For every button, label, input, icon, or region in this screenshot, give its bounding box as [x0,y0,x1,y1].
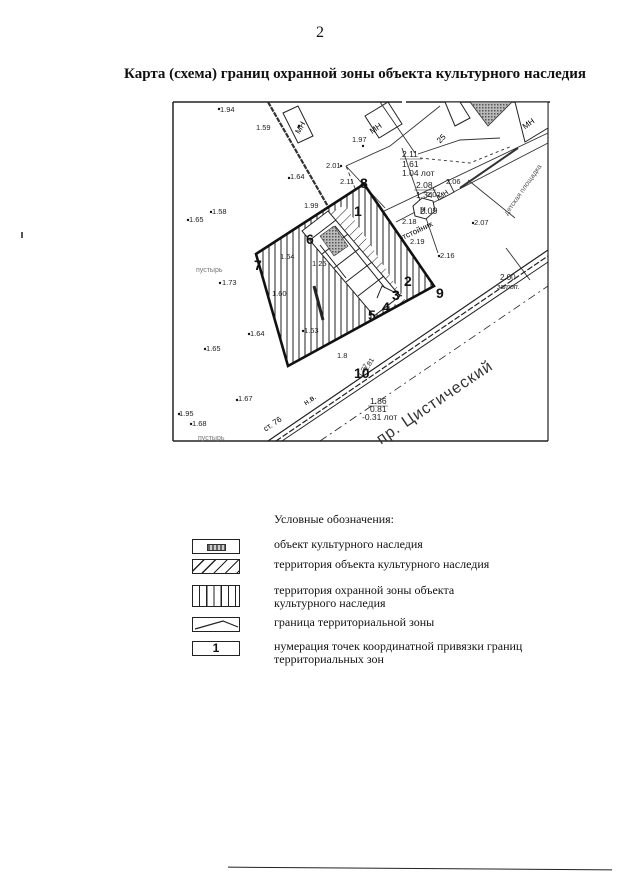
svg-text:1.61: 1.61 [402,159,419,169]
svg-text:9: 9 [436,285,444,301]
svg-text:2.08: 2.08 [416,180,433,190]
boundary-line-swatch [192,617,240,632]
legend-item-heritage-object: объект культурного наследия [192,538,574,554]
svg-text:1.95: 1.95 [179,409,194,418]
svg-text:2.02: 2.02 [426,190,441,199]
svg-text:2.01: 2.01 [326,161,341,170]
svg-text:0.81: 0.81 [370,404,387,414]
svg-text:2.18: 2.18 [402,217,417,226]
svg-text:1.67: 1.67 [238,394,253,403]
svg-text:2.16: 2.16 [440,251,455,260]
diagonal-hatch-swatch [192,559,240,574]
footer-rule [228,866,612,871]
svg-text:1.04 лот: 1.04 лот [402,168,435,178]
legend-item-zone-boundary: граница территориальной зоны [192,616,574,632]
svg-text:затоп.: затоп. [496,284,520,291]
svg-text:1.60: 1.60 [272,289,287,298]
point-number-swatch: 1 [192,641,240,656]
svg-text:Н: Н [420,206,426,215]
svg-text:1.65: 1.65 [189,215,204,224]
svg-text:8: 8 [360,175,368,191]
svg-text:1.68: 1.68 [192,419,207,428]
svg-text:1.25: 1.25 [312,259,327,268]
svg-text:МН: МН [437,189,450,201]
svg-text:2: 2 [404,273,412,289]
svg-text:пустырь: пустырь [198,435,225,442]
svg-text:1.86: 1.86 [370,396,387,406]
vertical-hatch-swatch [192,585,240,607]
svg-text:5: 5 [368,307,376,323]
svg-text:1: 1 [354,203,362,219]
svg-text:6: 6 [306,231,314,247]
svg-text:4: 4 [382,299,390,315]
svg-text:3: 3 [392,287,400,303]
legend-item-point-numbering: 1 нумерация точек координатной привязки … [192,640,534,666]
svg-text:25: 25 [435,132,448,145]
page-number: 2 [316,24,324,41]
utility-box [282,101,549,144]
svg-text:1.97: 1.97 [352,135,367,144]
svg-text:2.07: 2.07 [474,218,489,227]
legend-heading: Условные обозначения: [274,512,395,526]
svg-text:1.99: 1.99 [304,201,319,210]
zone-boundary [254,182,436,368]
legend-item-heritage-territory: территория объекта культурного наследия [192,558,574,574]
svg-text:пустырь: пустырь [196,267,223,274]
svg-text:10: 10 [354,365,370,381]
svg-text:-0.31 лот: -0.31 лот [362,412,397,422]
svg-text:2.00: 2.00 [500,273,516,282]
svg-text:1.58: 1.58 [212,207,227,216]
svg-text:1.8: 1.8 [337,351,347,360]
svg-text:1.64: 1.64 [280,252,295,261]
svg-text:1.94: 1.94 [220,105,235,114]
svg-text:ст. 76: ст. 76 [262,414,284,433]
svg-text:1.65: 1.65 [206,344,221,353]
svg-text:2.09: 2.09 [420,206,438,216]
svg-text:детская площадка: детская площадка [503,164,543,217]
svg-text:2.19: 2.19 [410,237,425,246]
page-title: Карта (схема) границ охранной зоны объек… [124,66,586,82]
svg-text:2.06: 2.06 [446,177,461,186]
boundary-map: МН МН МН Н МН пр. Цистический ст. 76 н.в… [172,101,550,444]
heritage-object-swatch [192,539,240,554]
svg-text:н.в.: н.в. [302,392,318,407]
legend-item-protection-zone: территория охранной зоны объекта культур… [192,584,494,610]
street [267,249,549,442]
svg-text:1.64: 1.64 [250,329,265,338]
svg-text:пр. Цистический: пр. Цистический [374,358,497,444]
svg-text:1.34: 1.34 [416,190,433,200]
map-frame [172,101,550,442]
svg-text:2.11: 2.11 [402,149,418,159]
svg-text:2.11: 2.11 [340,177,354,186]
svg-text:1.73: 1.73 [222,278,237,287]
svg-text:1.63: 1.63 [304,326,319,335]
svg-text:1.59: 1.59 [256,123,271,132]
svg-text:7: 7 [254,257,262,273]
svg-text:1.64: 1.64 [290,172,305,181]
scan-artifact [21,232,23,238]
